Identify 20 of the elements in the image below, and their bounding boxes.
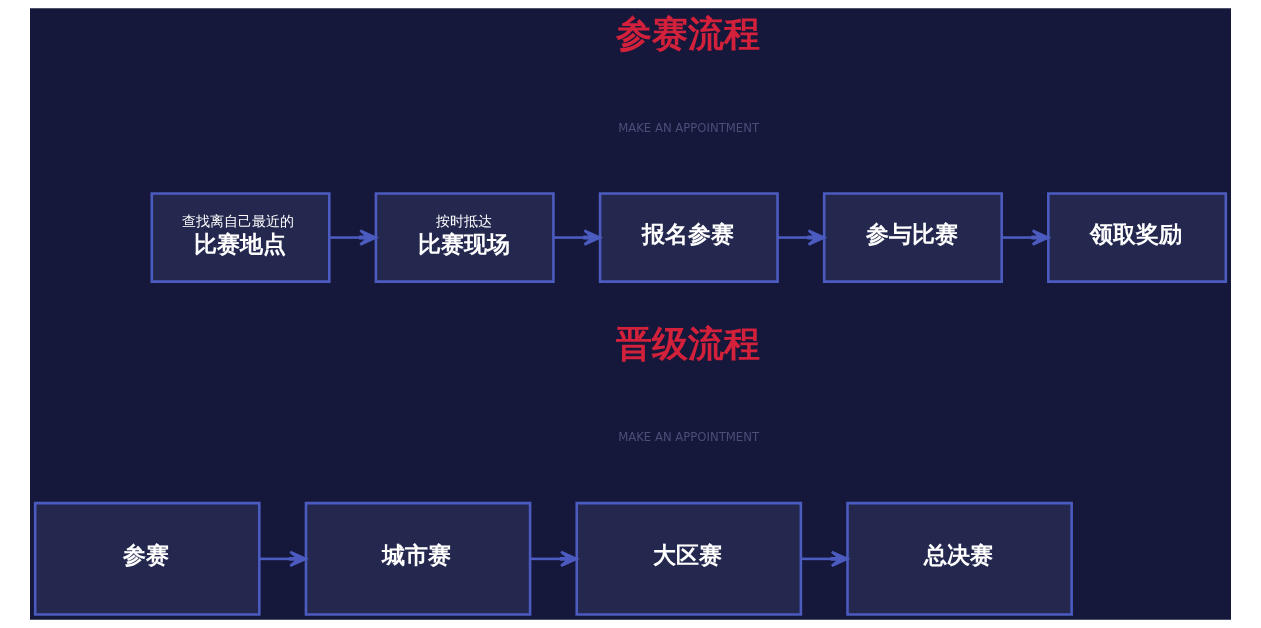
label: MAKE AN APPOINTMENT bbox=[618, 120, 760, 135]
label: 参赛流程 bbox=[616, 12, 761, 56]
node-box: 查找离自己最近的 比赛地点 bbox=[150, 192, 331, 283]
arrow bbox=[800, 550, 849, 568]
node-box: 城市赛 bbox=[304, 501, 532, 616]
arrow bbox=[329, 229, 378, 246]
label: 晋级流程 bbox=[616, 321, 761, 365]
node-box: 按时抵达 比赛现场 bbox=[374, 192, 555, 283]
node-box: 大区赛 bbox=[575, 501, 803, 616]
node-box: 参与比赛 bbox=[822, 192, 1003, 283]
node-box: 参赛 bbox=[33, 501, 261, 616]
arrow bbox=[259, 550, 308, 568]
arrow bbox=[1001, 229, 1050, 246]
node-box: 报名参赛 bbox=[598, 192, 779, 283]
arrow bbox=[777, 229, 826, 246]
node-box: 总决赛 bbox=[846, 501, 1073, 616]
arrow bbox=[530, 550, 578, 568]
arrow bbox=[553, 229, 602, 246]
label: MAKE AN APPOINTMENT bbox=[618, 430, 760, 445]
node-box: 领取奖励 bbox=[1047, 192, 1228, 283]
